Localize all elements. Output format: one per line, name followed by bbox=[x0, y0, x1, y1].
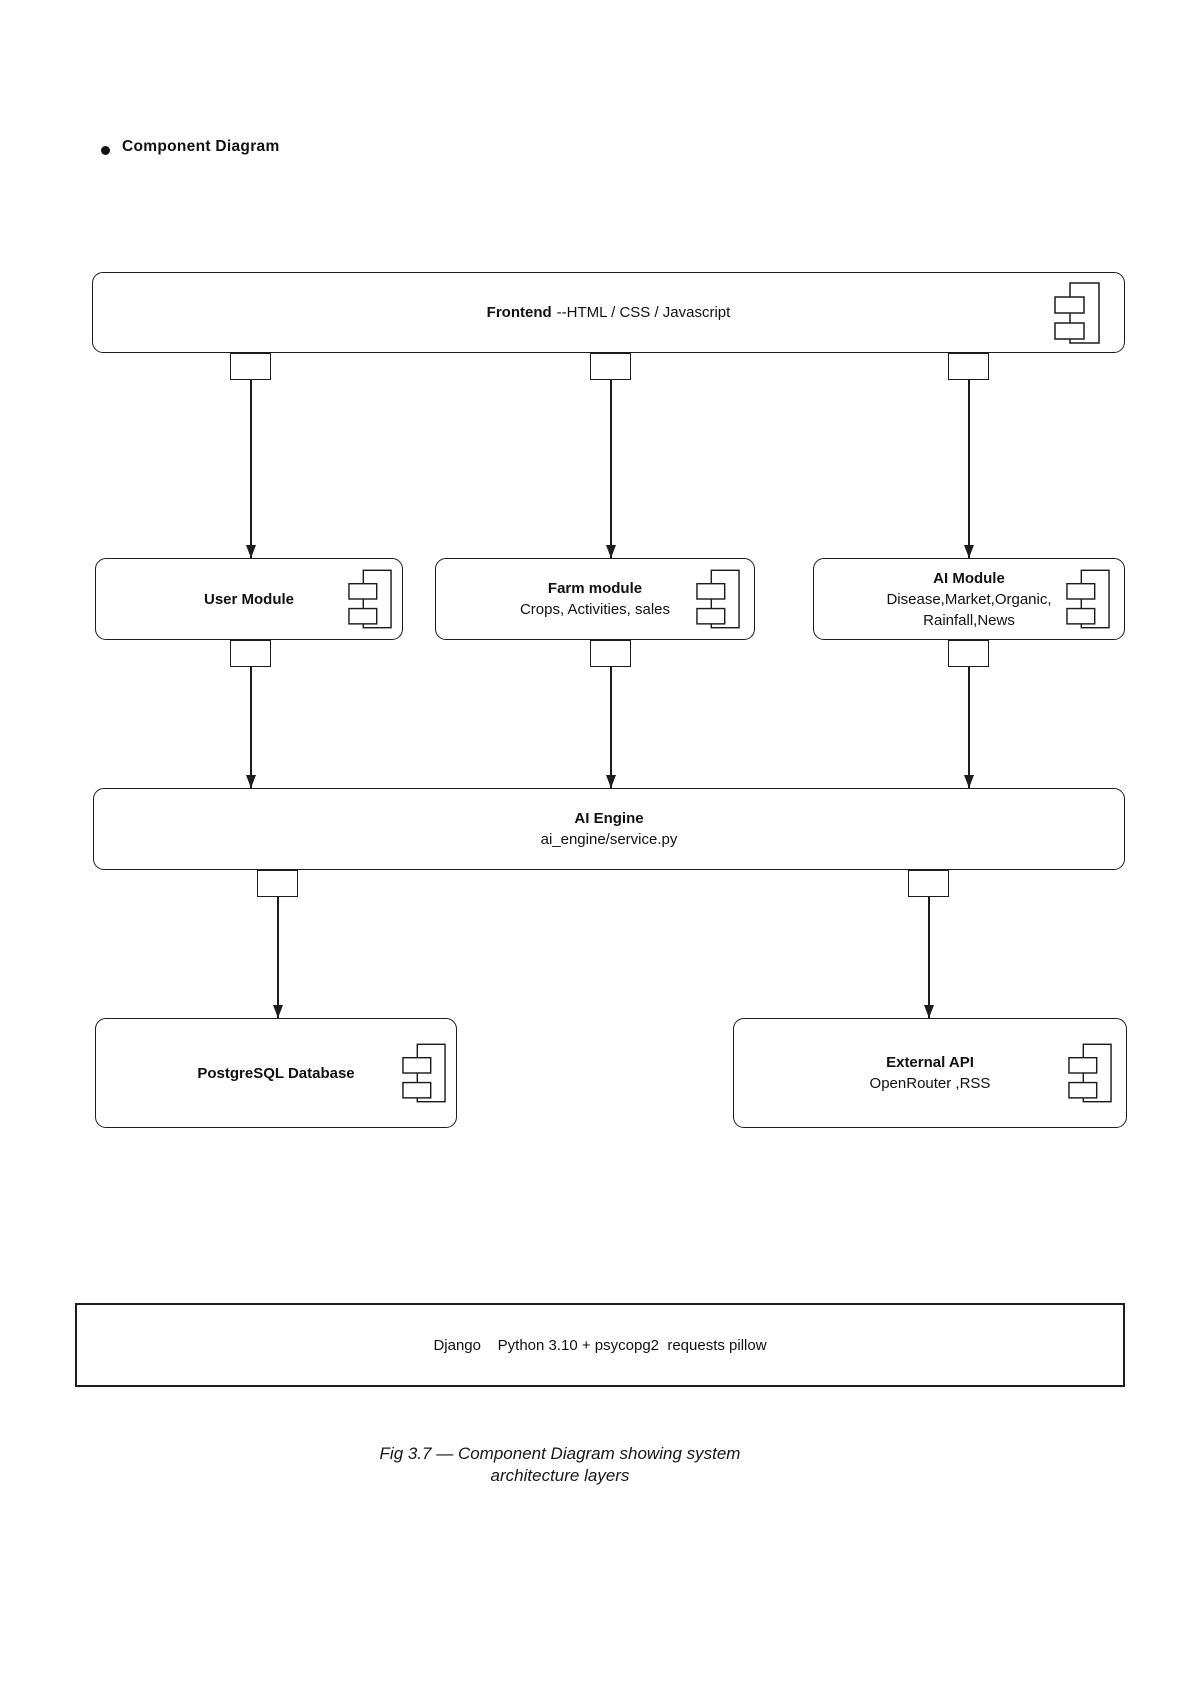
arrow-user-module-to-ai-engine bbox=[250, 667, 252, 788]
node-ai-engine: AI Engine ai_engine/service.py bbox=[93, 788, 1125, 870]
arrow-frontend-to-ai-module bbox=[968, 380, 970, 558]
component-icon bbox=[1068, 1043, 1112, 1103]
arrow-frontend-to-farm-module bbox=[610, 380, 612, 558]
port-frontend-left bbox=[230, 353, 271, 380]
node-frontend-label: Frontend--HTML / CSS / Javascript bbox=[487, 302, 731, 323]
arrow-ai-engine-to-external-api bbox=[928, 897, 930, 1018]
port-ai-engine-left bbox=[257, 870, 298, 897]
port-frontend-middle bbox=[590, 353, 631, 380]
node-ai-module-title: AI Module bbox=[933, 569, 1005, 587]
node-ai-module-subtitle2: Rainfall,News bbox=[923, 611, 1015, 629]
node-farm-module-subtitle: Crops, Activities, sales bbox=[519, 601, 671, 618]
tech-stack-box: Django Python 3.10 + psycopg2 requests p… bbox=[75, 1303, 1125, 1387]
component-icon bbox=[696, 569, 740, 629]
component-icon bbox=[1066, 569, 1110, 629]
node-ai-module: AI Module Disease,Market,Organic, Rainfa… bbox=[813, 558, 1125, 640]
node-ai-engine-title: AI Engine bbox=[574, 810, 644, 827]
port-frontend-right bbox=[948, 353, 989, 380]
arrow-ai-module-to-ai-engine bbox=[968, 667, 970, 788]
arrow-farm-module-to-ai-engine bbox=[610, 667, 612, 788]
bullet-icon bbox=[101, 146, 110, 155]
node-frontend: Frontend--HTML / CSS / Javascript bbox=[92, 272, 1125, 353]
diagram-heading: Component Diagram bbox=[122, 138, 280, 155]
port-ai-engine-right bbox=[908, 870, 949, 897]
node-frontend-subtitle: --HTML / CSS / Javascript bbox=[556, 304, 731, 321]
node-user-module-title: User Module bbox=[203, 590, 294, 608]
node-user-module: User Module bbox=[95, 558, 403, 640]
node-external-api-title: External API bbox=[886, 1054, 974, 1071]
figure-caption-line2: architecture layers bbox=[490, 1466, 630, 1485]
node-external-api-subtitle: OpenRouter ,RSS bbox=[869, 1075, 991, 1092]
figure-caption-line1: Fig 3.7 — Component Diagram showing syst… bbox=[379, 1444, 741, 1463]
node-ai-engine-subtitle: ai_engine/service.py bbox=[540, 831, 678, 848]
component-icon bbox=[348, 569, 392, 629]
node-farm-module: Farm module Crops, Activities, sales bbox=[435, 558, 755, 640]
component-icon bbox=[1054, 281, 1100, 344]
arrow-ai-engine-to-postgresql bbox=[277, 897, 279, 1018]
arrow-frontend-to-user-module bbox=[250, 380, 252, 558]
tech-stack-text: Django Python 3.10 + psycopg2 requests p… bbox=[433, 1336, 767, 1354]
node-external-api: External API OpenRouter ,RSS bbox=[733, 1018, 1127, 1128]
port-user-module-bottom bbox=[230, 640, 271, 667]
node-farm-module-title: Farm module bbox=[547, 580, 643, 597]
node-postgresql-title: PostgreSQL Database bbox=[197, 1064, 355, 1082]
port-farm-module-bottom bbox=[590, 640, 631, 667]
figure-caption: Fig 3.7 — Component Diagram showing syst… bbox=[160, 1443, 960, 1487]
port-ai-module-bottom bbox=[948, 640, 989, 667]
component-icon bbox=[402, 1043, 446, 1103]
node-postgresql: PostgreSQL Database bbox=[95, 1018, 457, 1128]
node-frontend-title: Frontend bbox=[486, 304, 552, 321]
node-ai-module-subtitle: Disease,Market,Organic, bbox=[886, 590, 1052, 608]
